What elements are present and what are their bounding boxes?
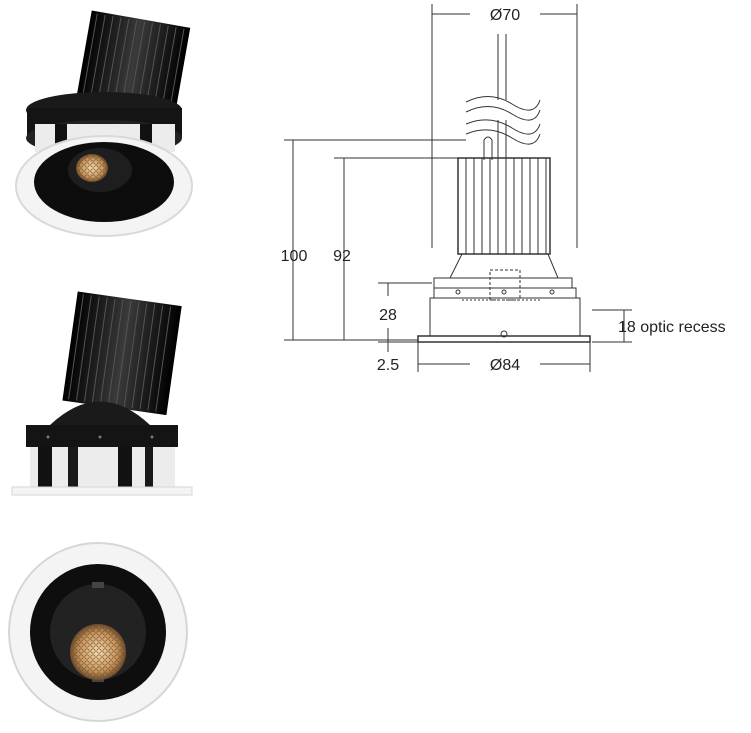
dim-total-height-label: 100 <box>281 248 308 265</box>
dim-body-height-label: 92 <box>333 248 351 265</box>
technical-drawing <box>284 4 632 372</box>
dim-ring-height-label: 28 <box>379 307 397 324</box>
dim-trim-diameter-label: Ø84 <box>490 357 520 374</box>
dim-outer-diameter-label: Ø70 <box>490 7 520 24</box>
product-front-view-image <box>8 542 188 722</box>
dim-flange-label: 2.5 <box>377 357 399 374</box>
dim-optic-recess-label: 18 optic recess <box>618 319 726 336</box>
product-angle-view-image <box>15 10 193 237</box>
product-side-view-image <box>11 291 193 496</box>
